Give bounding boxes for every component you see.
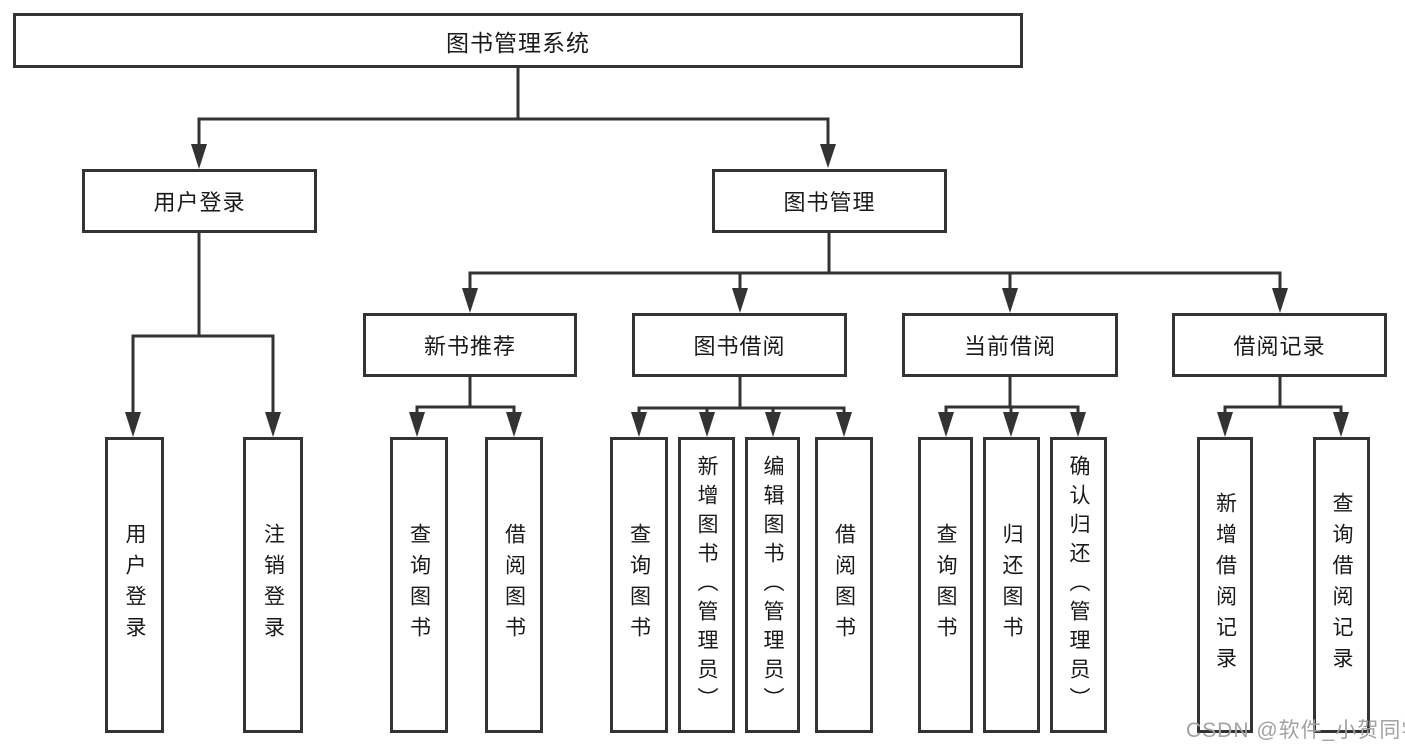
node-label: 借阅图书 — [832, 523, 856, 647]
node-label: 用户登录 — [153, 190, 246, 215]
node-label: 查询借阅记录 — [1330, 492, 1353, 678]
node-book-borrow: 图书借阅 — [632, 313, 847, 377]
node-label: 注销登录 — [261, 523, 285, 647]
node-label: 用户登录 — [123, 523, 146, 647]
node-user-login: 用户登录 — [82, 169, 317, 233]
edge-user-login-group — [125, 233, 281, 437]
node-label: 当前借阅 — [963, 334, 1056, 359]
node-leaf-query-books-current: 查询图书 — [918, 437, 973, 733]
node-leaf-query-borrow-record: 查询借阅记录 — [1313, 437, 1370, 733]
node-leaf-add-books-admin: 新增图书（管理员） — [678, 437, 735, 733]
node-leaf-borrow-books-recommend: 借阅图书 — [485, 437, 543, 733]
node-book-management: 图书管理 — [712, 169, 947, 233]
node-new-book-recommend: 新书推荐 — [363, 313, 577, 377]
node-label: 图书管理 — [783, 190, 876, 215]
node-leaf-user-login: 用户登录 — [105, 437, 164, 733]
node-label: 新书推荐 — [423, 334, 516, 359]
edge-book-mgmt-to-level3 — [462, 233, 1288, 313]
node-leaf-confirm-return-admin: 确认归还（管理员） — [1050, 437, 1107, 733]
node-label: 查询图书 — [407, 523, 431, 647]
node-label: 编辑图书（管理员） — [761, 454, 784, 716]
node-label: 借阅图书 — [502, 523, 526, 647]
node-leaf-query-books-recommend: 查询图书 — [390, 437, 448, 733]
edge-current-borrow-group — [938, 377, 1086, 437]
node-root-system: 图书管理系统 — [13, 13, 1023, 68]
node-label: 查询图书 — [934, 523, 957, 647]
edge-new-books-group — [409, 377, 522, 437]
node-label: 归还图书 — [1000, 523, 1023, 647]
node-label: 图书管理系统 — [446, 29, 590, 56]
edge-borrow-records-group — [1217, 377, 1349, 437]
node-label: 查询图书 — [627, 523, 651, 647]
node-leaf-add-borrow-record: 新增借阅记录 — [1197, 437, 1253, 733]
node-leaf-borrow-books: 借阅图书 — [815, 437, 873, 733]
node-label: 新增图书（管理员） — [695, 454, 718, 716]
node-label: 确认归还（管理员） — [1067, 454, 1090, 716]
node-leaf-return-books: 归还图书 — [983, 437, 1040, 733]
node-current-borrow: 当前借阅 — [902, 313, 1118, 377]
node-label: 新增借阅记录 — [1213, 492, 1237, 678]
edge-book-borrow-group — [631, 377, 852, 437]
node-leaf-query-books-borrow: 查询图书 — [610, 437, 668, 733]
csdn-watermark: CSDN @软件_小贺同学 — [1186, 719, 1405, 742]
node-borrow-records: 借阅记录 — [1172, 313, 1387, 377]
node-leaf-edit-books-admin: 编辑图书（管理员） — [745, 437, 800, 733]
node-label: 借阅记录 — [1233, 334, 1326, 359]
edge-root-to-level2 — [191, 68, 836, 169]
node-leaf-logout: 注销登录 — [243, 437, 303, 733]
node-label: 图书借阅 — [693, 334, 786, 359]
